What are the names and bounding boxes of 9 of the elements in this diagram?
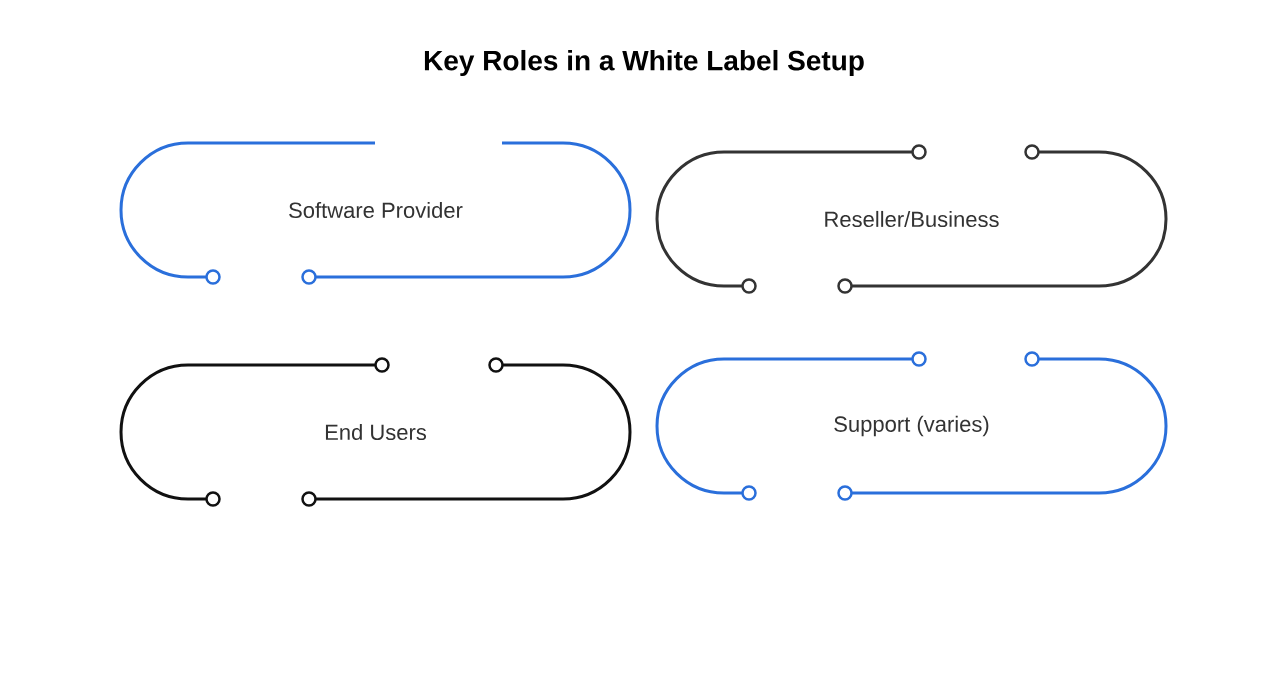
rounded-box: End Users — [119, 357, 632, 507]
node-label: End Users — [325, 423, 427, 441]
node-label: Software Provider — [289, 201, 463, 219]
node-label: Support (varies) — [834, 415, 989, 437]
rounded-box: Software Provider — [119, 141, 632, 285]
title: Key Roles in a White Label Setup — [424, 49, 864, 77]
node-label: Reseller/Business — [825, 210, 999, 228]
rounded-box: Support (varies) — [655, 351, 1168, 501]
rounded-box: Reseller/Business — [655, 144, 1168, 294]
